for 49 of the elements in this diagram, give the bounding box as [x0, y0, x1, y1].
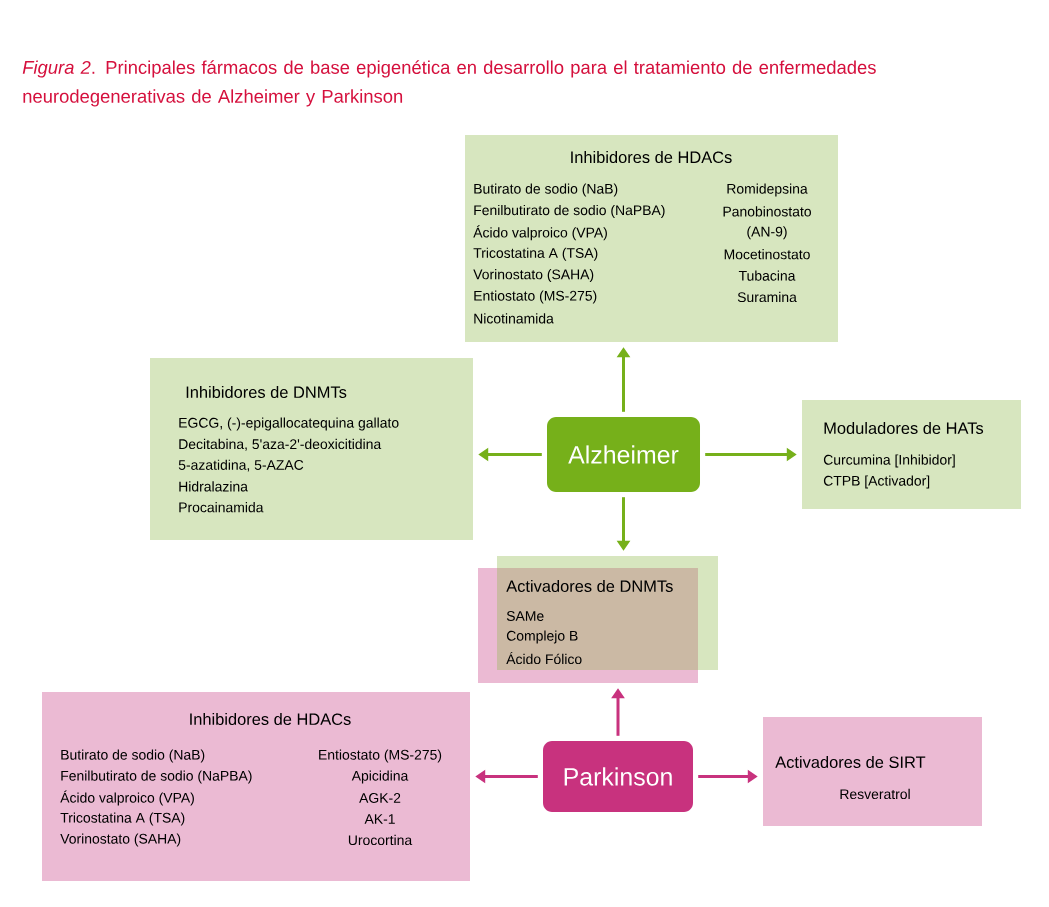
box-heading: Activadores de DNMTs	[506, 579, 673, 593]
list-item: 5-azatidina, 5-AZAC	[178, 459, 304, 472]
list-item: Vorinostato (SAHA)	[60, 833, 181, 847]
drug-box	[763, 717, 982, 826]
list-item: Entiostato (MS-275)	[319, 749, 442, 763]
list-item: Tubacina	[738, 270, 796, 281]
drug-box	[150, 358, 473, 540]
box-heading: Inhibidores de HDACs	[571, 150, 732, 164]
list-item: Complejo B	[506, 630, 578, 644]
list-item: Resveratrol	[840, 788, 910, 800]
list-item: Procainamida	[179, 502, 264, 513]
list-item: EGCG, (-)-epigallocatequina gallato	[179, 417, 399, 431]
list-item: Ácido valproico (VPA)	[473, 225, 607, 241]
list-item: Butirato de sodio (NaB)	[61, 749, 205, 763]
list-item: Ácido Fólico	[506, 651, 582, 665]
list-item: Curcumina [Inhibidor]	[823, 454, 955, 468]
list-item: Urocortina	[348, 834, 413, 846]
list-item: Tricostatina A (TSA)	[60, 812, 185, 826]
box-heading: Activadores de SIRT	[775, 755, 926, 769]
list-item: Entiostato (MS-275)	[474, 290, 597, 304]
list-item: Ácido valproico (VPA)	[60, 790, 194, 806]
figure-title: Figura 2. Principales fármacos de base epigenética en desarrollo para el tratamiento de enfermedades neurodegenerativas de Alzheimer y Parkinson	[22, 60, 876, 107]
box-heading: Moduladores de HATs	[824, 421, 984, 435]
list-item: Fenilbutirato de sodio (NaPBA)	[474, 204, 665, 218]
list-item: AK-1	[364, 814, 395, 824]
list-item: (AN-9)	[747, 226, 787, 240]
list-item: Decitabina, 5'aza-2'-deoxicitidina	[179, 438, 382, 451]
list-item: Apicidina	[351, 770, 409, 784]
list-item: Romidepsina	[727, 183, 808, 197]
drug-box	[42, 692, 470, 881]
list-item: Fenilbutirato de sodio (NaPBA)	[61, 770, 252, 784]
drug-box	[802, 400, 1021, 509]
list-item: Butirato de sodio (NaB)	[474, 183, 618, 197]
list-item: CTPB [Activador]	[823, 475, 930, 489]
drug-box	[478, 556, 718, 683]
list-item: Vorinostato (SAHA)	[473, 269, 594, 283]
list-item: AGK-2	[359, 793, 401, 803]
disease-box: Alzheimer	[547, 417, 700, 492]
list-item: Hidralazina	[179, 481, 248, 492]
disease-box: Parkinson	[543, 741, 693, 812]
list-item: SAMe	[506, 611, 544, 621]
list-item: Tricostatina A (TSA)	[473, 247, 598, 261]
box-heading: Inhibidores de HDACs	[190, 712, 351, 726]
list-item: Mocetinostato	[724, 249, 810, 260]
drug-box	[465, 135, 838, 342]
box-heading: Inhibidores de DNMTs	[186, 385, 347, 399]
list-item: Nicotinamida	[474, 313, 554, 324]
list-item: Suramina	[737, 291, 797, 303]
list-item: Panobinostato	[723, 206, 811, 217]
